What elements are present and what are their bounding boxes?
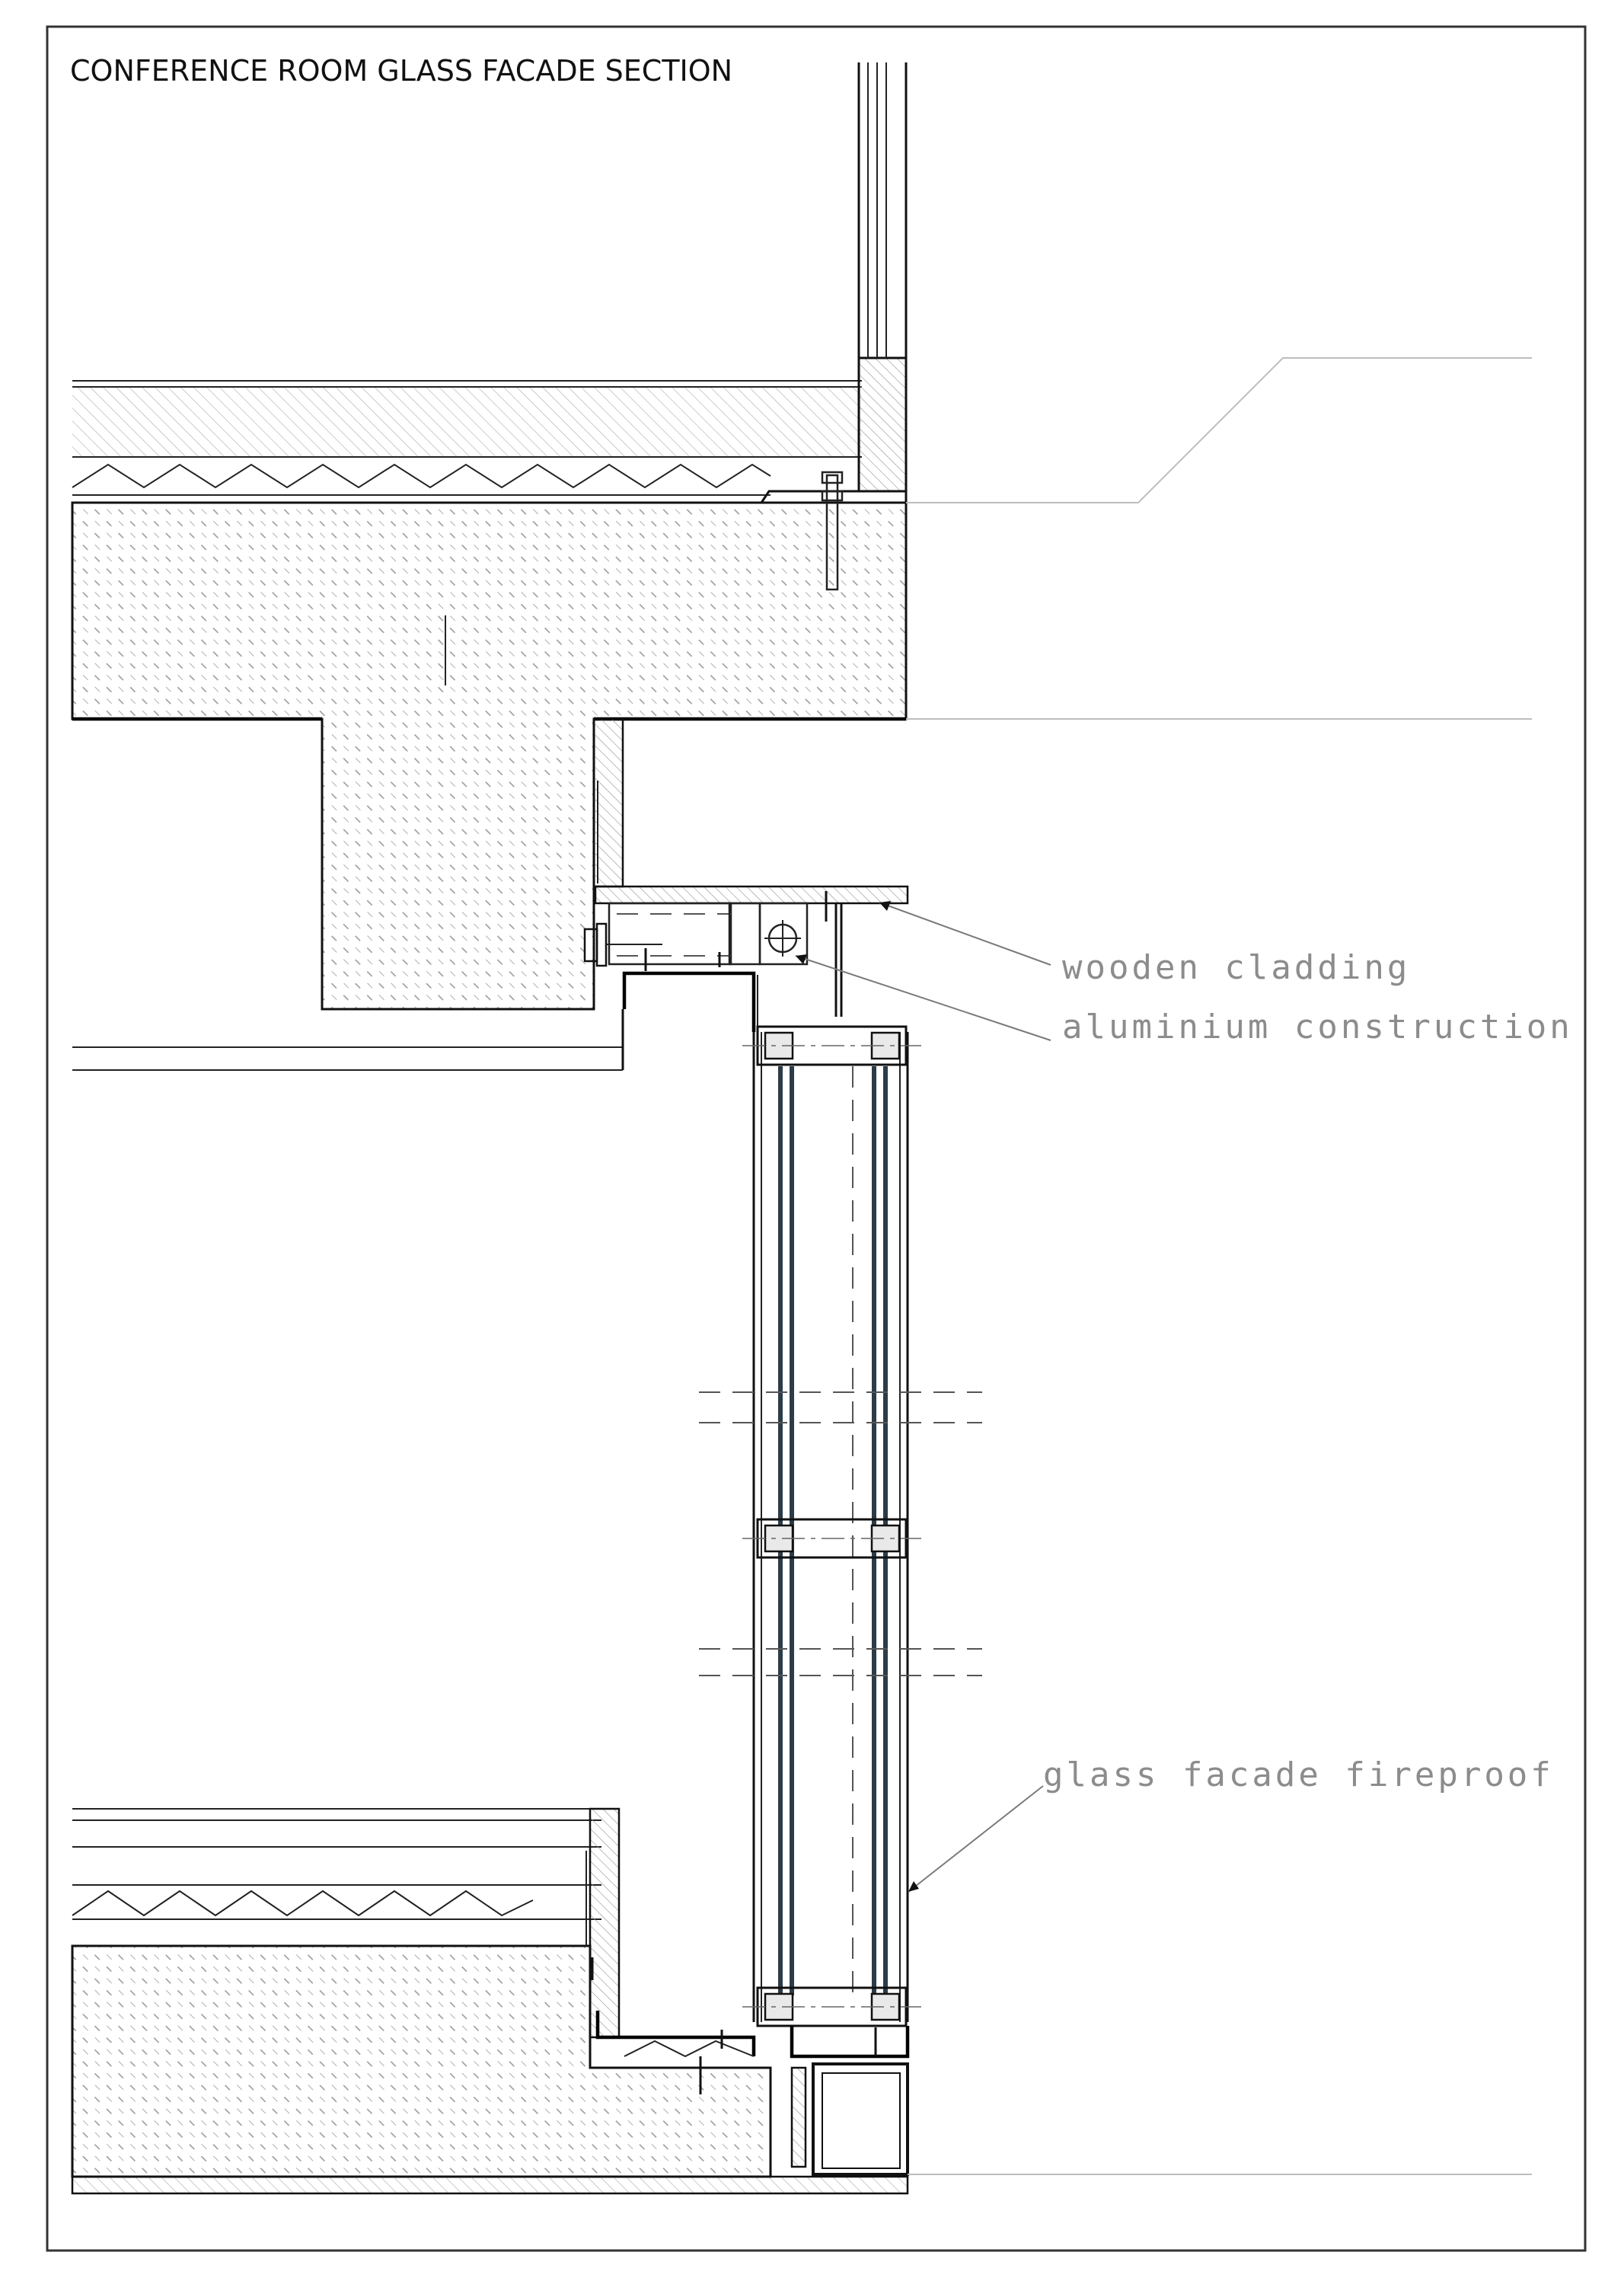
- leader-aluminium-construction: [795, 954, 1051, 1041]
- upper-slab: [71, 62, 1532, 1011]
- leader-wooden-cladding: [879, 901, 1051, 966]
- transom-top: [742, 1025, 921, 1066]
- transom-middle: [742, 1518, 921, 1559]
- label-glass-facade-fireproof: glass facade fireproof: [1043, 1755, 1554, 1794]
- lower-slab: [71, 1807, 1532, 2195]
- label-wooden-cladding: wooden cladding: [1062, 948, 1410, 987]
- label-aluminium-construction: aluminium construction: [1062, 1008, 1573, 1046]
- transom-bottom: [742, 1986, 921, 2027]
- sheet-border: [46, 25, 1587, 2252]
- drawing-title: CONFERENCE ROOM GLASS FACADE SECTION: [70, 54, 732, 88]
- leader-glass-facade: [908, 1785, 1044, 1893]
- glass-facade: [699, 1025, 982, 2027]
- head-detail: [72, 717, 909, 1071]
